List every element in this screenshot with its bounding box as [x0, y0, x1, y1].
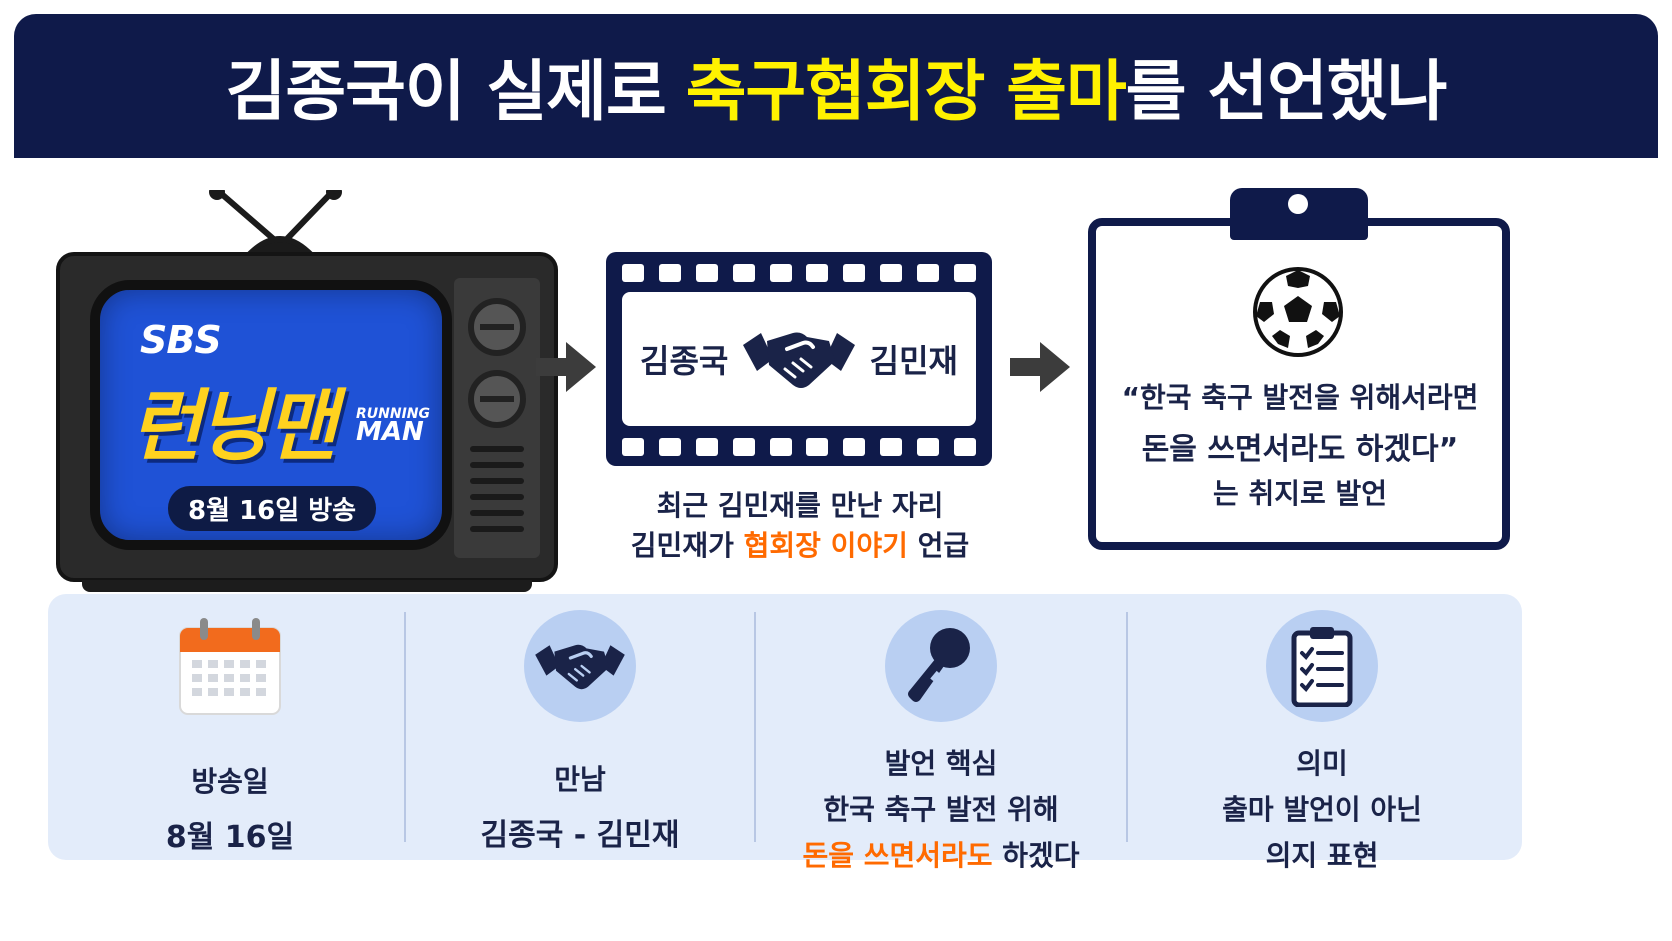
show-title-ko: 런닝맨 [130, 382, 337, 472]
summary-value: 돈을 쓰면서라도 하겠다 [760, 834, 1122, 874]
tv-speaker-grille [470, 526, 524, 532]
summary-value: 8월 16일 [165, 820, 295, 855]
summary-broadcast-date: 방송일 8월 16일 [60, 594, 400, 856]
film-frame: 김종국 김민재 [622, 292, 976, 426]
summary-value: 김종국 - 김민재 [480, 818, 680, 853]
summary-divider [1126, 612, 1128, 842]
tv-icon: SBS 런닝맨 RUNNING MAN 8월 16일 방송 [52, 190, 562, 592]
caption-text: 언급 [907, 529, 970, 562]
title-part-1: 김종국이 실제로 [225, 53, 667, 130]
tv-body: SBS 런닝맨 RUNNING MAN 8월 16일 방송 [56, 252, 558, 582]
film-holes-top [622, 264, 976, 282]
tv-speaker-grille [470, 462, 524, 468]
summary-value: 출마 발언이 아닌 [1222, 793, 1422, 826]
tv-stand [82, 580, 532, 592]
page-title: 김종국이 실제로 축구협회장 출마 를 선언했나 [14, 14, 1658, 158]
checklist-icon [1266, 610, 1378, 722]
tv-speaker-grille [470, 510, 524, 516]
caption-highlight: 협회장 이야기 [743, 529, 908, 562]
show-title-en-bottom: MAN [356, 416, 424, 447]
summary-label: 의미 [1296, 747, 1348, 780]
summary-label: 발언 핵심 [884, 747, 998, 780]
summary-meeting: 만남 김종국 - 김민재 [410, 594, 750, 854]
clipboard-card [1088, 218, 1510, 550]
film-strip: 김종국 김민재 [606, 252, 992, 466]
person-right: 김민재 [869, 342, 958, 380]
calendar-icon [179, 618, 281, 715]
tv-screen: SBS 런닝맨 RUNNING MAN 8월 16일 방송 [90, 280, 452, 550]
film-caption-line-1: 최근 김민재를 만난 자리 [656, 489, 944, 522]
summary-label: 방송일 [191, 765, 269, 798]
quote-line-3: 는 취지로 발언 [1212, 477, 1388, 510]
arrow-right-icon [536, 342, 596, 392]
soccer-ball-icon [1253, 267, 1343, 357]
person-left: 김종국 [640, 342, 729, 380]
show-title-en-top: RUNNING [356, 406, 430, 422]
summary-highlight: 돈을 쓰면서라도 [802, 839, 993, 872]
summary-meaning: 의미 출마 발언이 아닌 의지 표현 [1132, 594, 1512, 874]
title-highlight: 축구협회장 출마 [685, 53, 1127, 130]
channel-logo: SBS [140, 318, 222, 362]
air-date-badge: 8월 16일 방송 [168, 486, 377, 531]
caption-text: 김민재가 [630, 529, 744, 562]
show-title-en: RUNNING MAN [356, 406, 430, 447]
handshake-icon [524, 610, 636, 722]
summary-label: 만남 [554, 763, 606, 796]
tv-speaker-grille [470, 446, 524, 452]
summary-value: 의지 표현 [1265, 839, 1379, 872]
tv-speaker-grille [470, 478, 524, 484]
summary-value: 한국 축구 발전 위해 [823, 793, 1059, 826]
tv-knob-icon [468, 298, 526, 356]
film-holes-bottom [622, 438, 976, 456]
summary-text: 하겠다 [992, 839, 1080, 872]
summary-key-remark: 발언 핵심 한국 축구 발전 위해 돈을 쓰면서라도 하겠다 [760, 594, 1122, 874]
summary-divider [404, 612, 406, 842]
tv-speaker-grille [470, 494, 524, 500]
arrow-right-icon [1010, 342, 1070, 392]
tv-control-panel [454, 278, 540, 558]
quote-line-1: “한국 축구 발전을 위해서라면 [1121, 381, 1479, 414]
summary-divider [754, 612, 756, 842]
tv-antenna-icon [209, 190, 342, 255]
quote-line-2: 돈을 쓰면서라도 하겠다” [1141, 432, 1459, 467]
handshake-icon [743, 332, 855, 388]
clipboard-clip-icon [1230, 188, 1368, 240]
film-caption-line-2: 김민재가 협회장 이야기 언급 [580, 524, 1020, 564]
title-part-3: 를 선언했나 [1125, 53, 1448, 130]
tv-knob-icon [468, 370, 526, 428]
microphone-icon [885, 610, 997, 722]
